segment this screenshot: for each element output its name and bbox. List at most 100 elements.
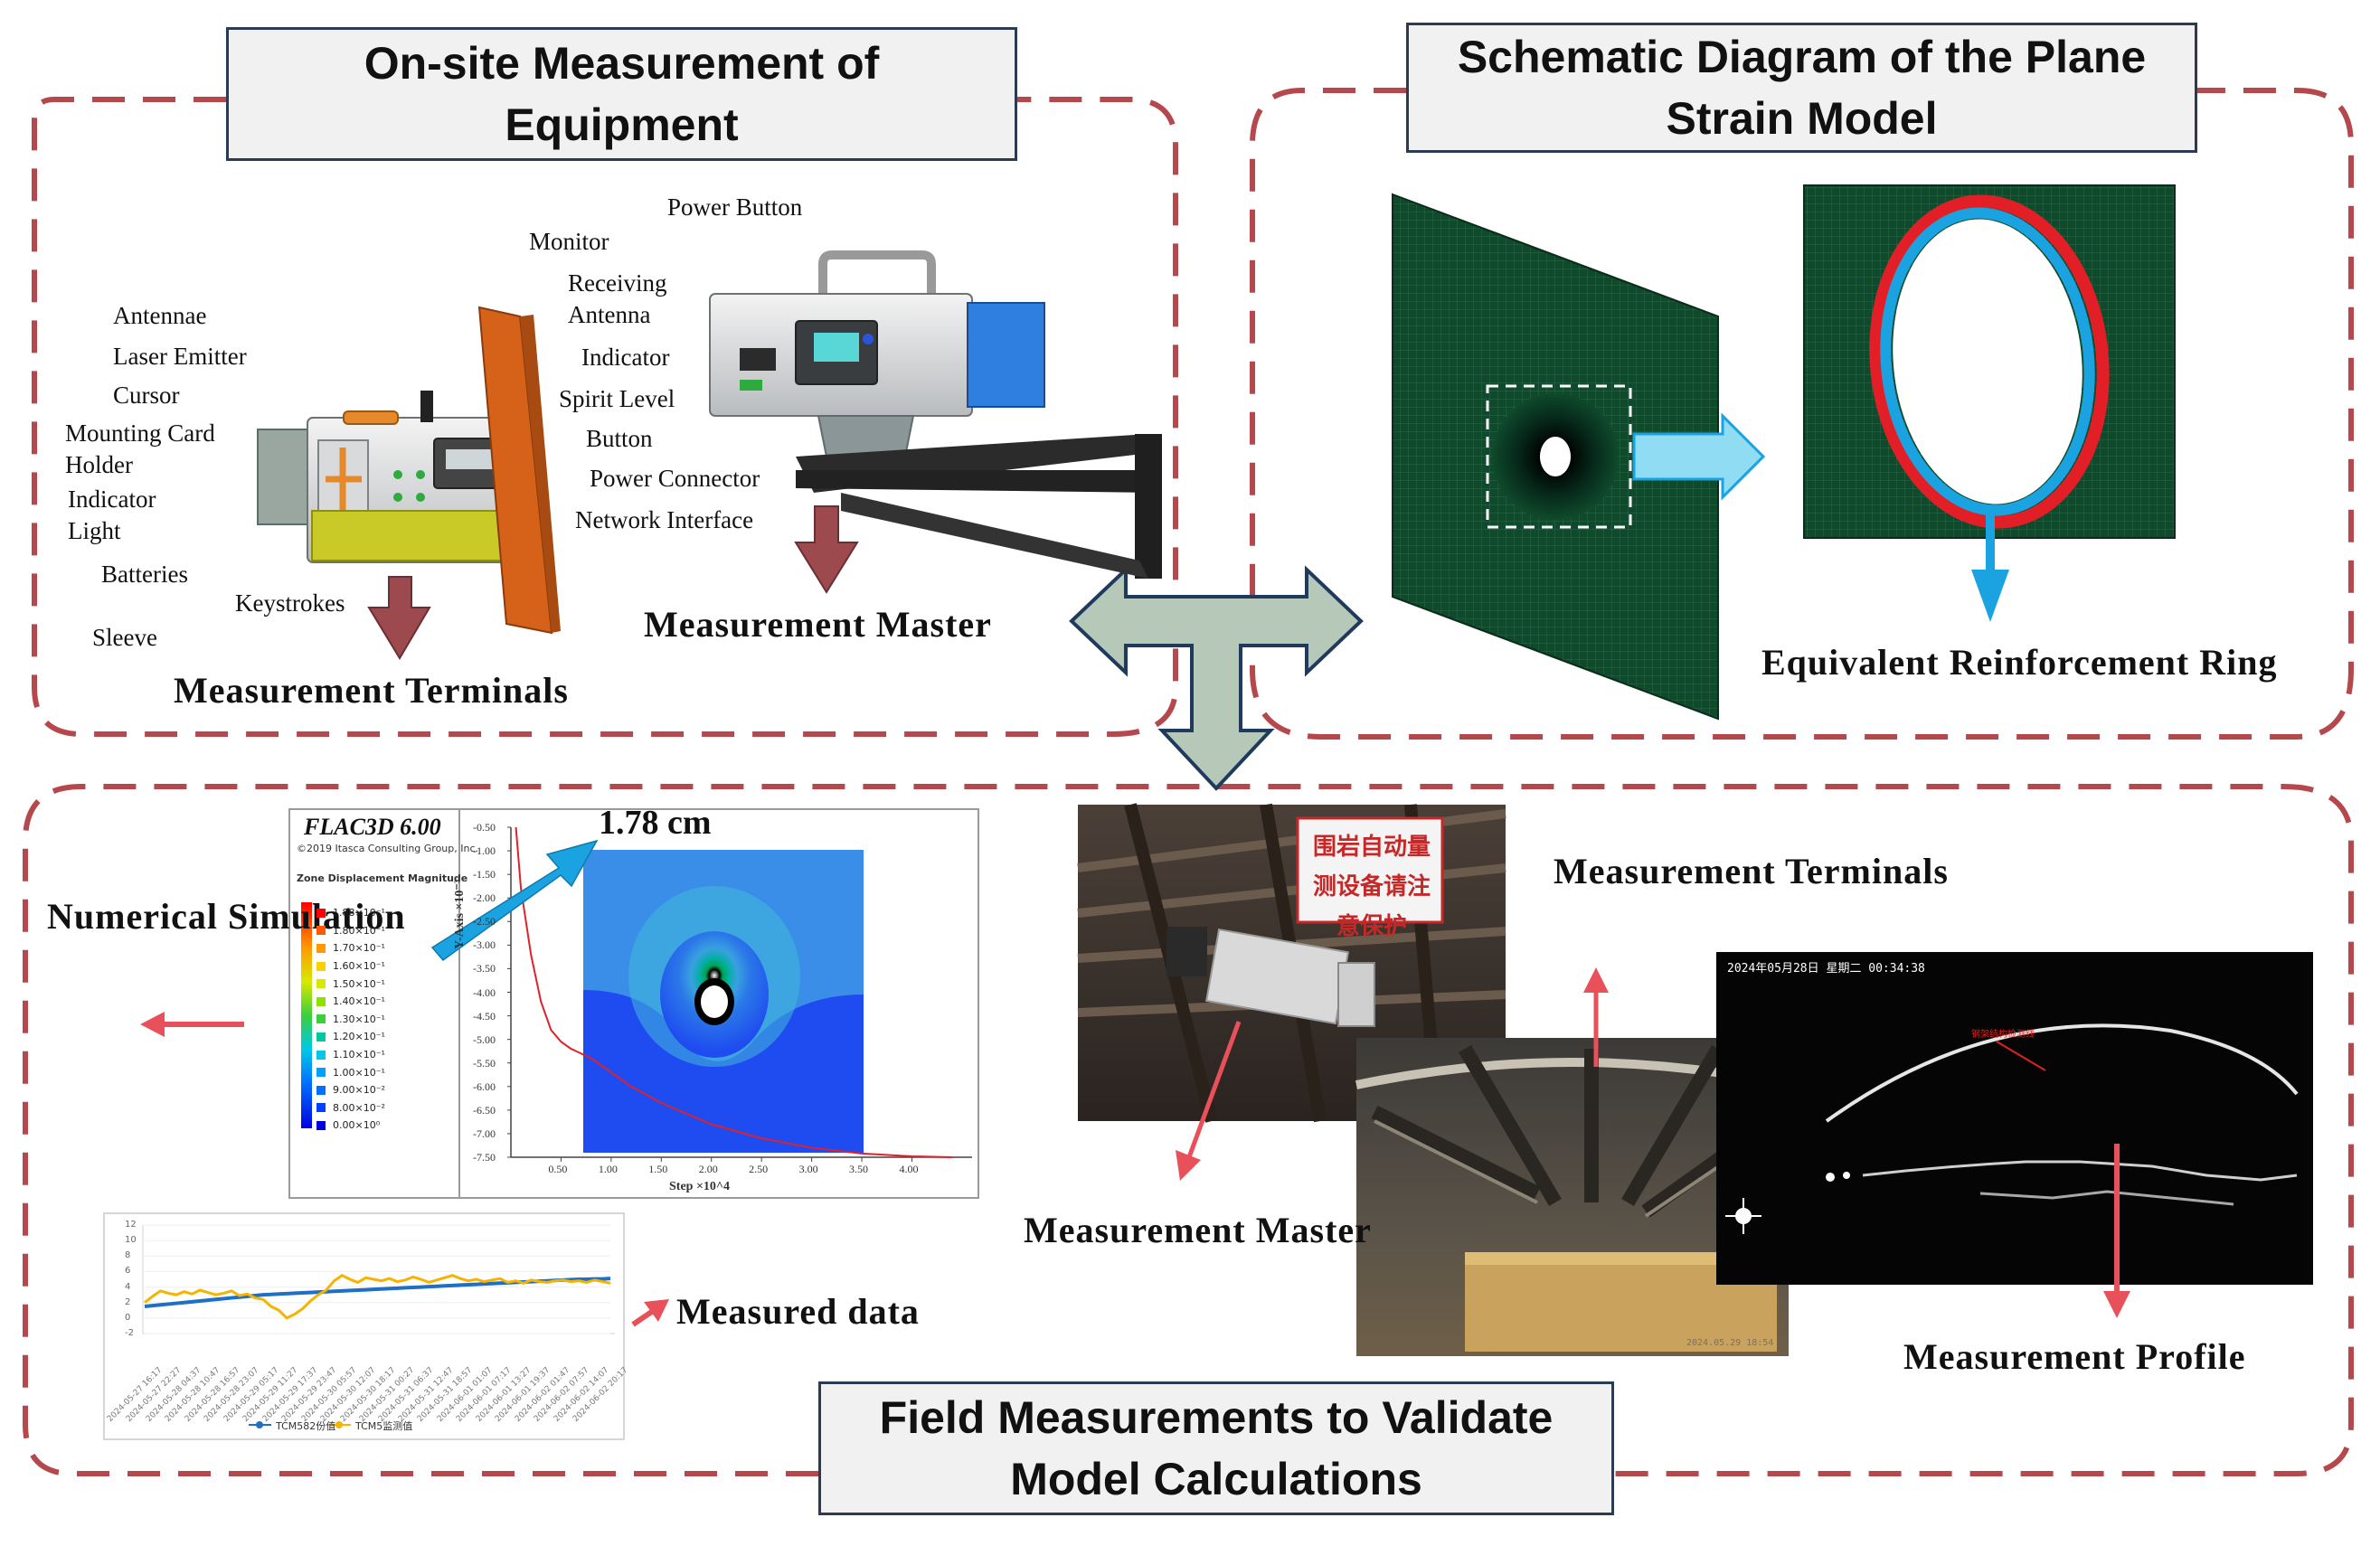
y-tick-label: -6.00 (473, 1079, 496, 1093)
photo-timestamp: 2024.05.29 18:54 (1686, 1338, 1774, 1348)
validation-region-border (23, 784, 2354, 1476)
mini-y-tick-label: 10 (125, 1235, 137, 1246)
y-tick-label: -6.50 (473, 1103, 496, 1117)
legend-entry: 1.00×10⁻¹ (316, 1063, 452, 1081)
reinforcement-ring-panel (1803, 184, 2176, 622)
y-tick-label: -5.00 (473, 1032, 496, 1046)
y-tick-label: -3.00 (473, 938, 496, 952)
x-tick-label: 0.50 (548, 1163, 568, 1175)
legend-swatch (316, 979, 326, 989)
field-master-arrow (1176, 1021, 1242, 1181)
flac-x-axis-label: Step ×10^4 (669, 1180, 731, 1193)
legend-label: 1.60×10⁻¹ (333, 960, 385, 973)
mini-y-tick-label: 2 (125, 1296, 131, 1307)
legend-entry: 1.88×10⁻¹ (316, 904, 452, 922)
legend-swatch (316, 1014, 326, 1024)
safety-sign: 围岩自动量测设备请注意保护 (1312, 834, 1431, 940)
legend-swatch (316, 1068, 326, 1078)
plane-strain-title: Schematic Diagram of the Plane Strain Mo… (1406, 23, 2197, 153)
y-tick-label: -2.00 (473, 891, 496, 905)
legend-entry: 8.00×10⁻² (316, 1099, 452, 1117)
legend-swatch (316, 1050, 326, 1060)
flac-legend-title: Zone Displacement Magnitude (297, 872, 468, 884)
label-button: Button (586, 425, 653, 452)
legend-entry: 1.10×10⁻¹ (316, 1046, 452, 1064)
flac-legend: 1.88×10⁻¹ 1.80×10⁻¹ 1.70×10⁻¹ 1.60×10⁻¹ 1.50… (316, 904, 452, 1135)
legend-swatch (316, 1120, 326, 1130)
y-tick-label: -4.00 (473, 985, 496, 999)
scan-osd-timestamp: 2024年05月28日 星期二 00:34:38 (1727, 962, 1925, 976)
caption-field-terminals: Measurement Terminals (1554, 851, 1949, 891)
legend-entry: 1.80×10⁻¹ (316, 922, 452, 940)
measured-data-panel (103, 1212, 625, 1440)
numerical-simulation-arrow (140, 1012, 244, 1037)
caption-equivalent-ring: Equivalent Reinforcement Ring (1761, 642, 2278, 683)
mini-y-tick-label: 12 (125, 1220, 137, 1230)
x-tick-label: 1.50 (648, 1163, 668, 1175)
label-batteries: Batteries (101, 561, 188, 588)
caption-numerical-simulation: Numerical Simulation (47, 896, 406, 937)
x-tick-label: 2.00 (698, 1163, 718, 1175)
flac3d-panel (288, 808, 979, 1199)
plane-strain-mesh (1392, 193, 1766, 721)
legend-series-1: TCM582份值 (276, 1420, 336, 1432)
legend-swatch (316, 908, 326, 918)
label-spirit-level: Spirit Level (559, 385, 675, 412)
measurement-master-device (709, 250, 1162, 579)
x-tick-label: 3.50 (849, 1163, 869, 1175)
label-keystrokes: Keystrokes (235, 589, 345, 617)
legend-swatch (316, 996, 326, 1006)
label-power-connector: Power Connector (590, 465, 760, 492)
mini-y-tick-label: 0 (125, 1312, 131, 1323)
y-tick-label: -0.50 (473, 821, 496, 834)
label-mounting-card-holder: Mounting Card Holder (65, 419, 215, 478)
legend-entry: 9.00×10⁻² (316, 1081, 452, 1099)
tunnel-photo-master (1077, 803, 1506, 1123)
y-tick-label: -1.00 (473, 844, 496, 858)
legend-label: 0.00×10⁰ (333, 1119, 381, 1132)
legend-label: 1.20×10⁻¹ (333, 1031, 385, 1043)
flac-axis-ticks (507, 826, 912, 1162)
label-receiving-antenna: Receiving Antenna (568, 269, 667, 328)
measurement-profile-arrow (2103, 1144, 2130, 1318)
label-sleeve: Sleeve (92, 624, 157, 651)
x-tick-label: 1.00 (598, 1163, 618, 1175)
label-antennae: Antennae (113, 302, 207, 329)
legend-entry: 1.70×10⁻¹ (316, 939, 452, 957)
three-way-arrow (1069, 565, 1364, 791)
x-tick-label: 2.50 (749, 1163, 769, 1175)
scan-profile-image (1716, 952, 2313, 1285)
legend-label: 1.88×10⁻¹ (333, 907, 385, 919)
model-region-border (1250, 88, 2354, 740)
flac-copyright: ©2019 Itasca Consulting Group, Inc. (297, 843, 479, 854)
measured-series-yellow (144, 1273, 611, 1320)
label-monitor: Monitor (529, 228, 609, 255)
label-indicator: Indicator (581, 344, 670, 371)
measurement-terminal-device (257, 306, 561, 635)
flac-y-axis-label: Y-Axis ×10⁻³ (453, 880, 467, 949)
master-down-arrow (794, 505, 859, 594)
caption-measurement-master: Measurement Master (644, 604, 992, 645)
legend-label: 1.50×10⁻¹ (333, 977, 385, 990)
caption-measurement-terminals: Measurement Terminals (174, 670, 569, 711)
scan-label: 钢架结构检测线 (1971, 1030, 2035, 1040)
legend-swatch (316, 1103, 326, 1113)
legend-label: 1.10×10⁻¹ (333, 1049, 385, 1061)
validation-title: Field Measurements to Validate Model Cal… (818, 1381, 1614, 1515)
legend-entry: 1.60×10⁻¹ (316, 957, 452, 976)
x-tick-label: 3.00 (798, 1163, 818, 1175)
legend-swatch (316, 1085, 326, 1095)
legend-label: 1.00×10⁻¹ (333, 1066, 385, 1079)
legend-label: 8.00×10⁻² (333, 1101, 385, 1114)
legend-label: 1.80×10⁻¹ (333, 924, 385, 937)
y-tick-label: -2.50 (473, 915, 496, 929)
flac-annotation: 1.78 cm (599, 804, 712, 842)
y-tick-label: -7.00 (473, 1127, 496, 1140)
legend-label: 1.30×10⁻¹ (333, 1013, 385, 1025)
legend-entry: 0.00×10⁰ (316, 1117, 452, 1135)
legend-entry: 1.50×10⁻¹ (316, 975, 452, 993)
field-terminals-arrow (1583, 967, 1609, 1067)
mini-chart-grid (145, 1224, 610, 1334)
